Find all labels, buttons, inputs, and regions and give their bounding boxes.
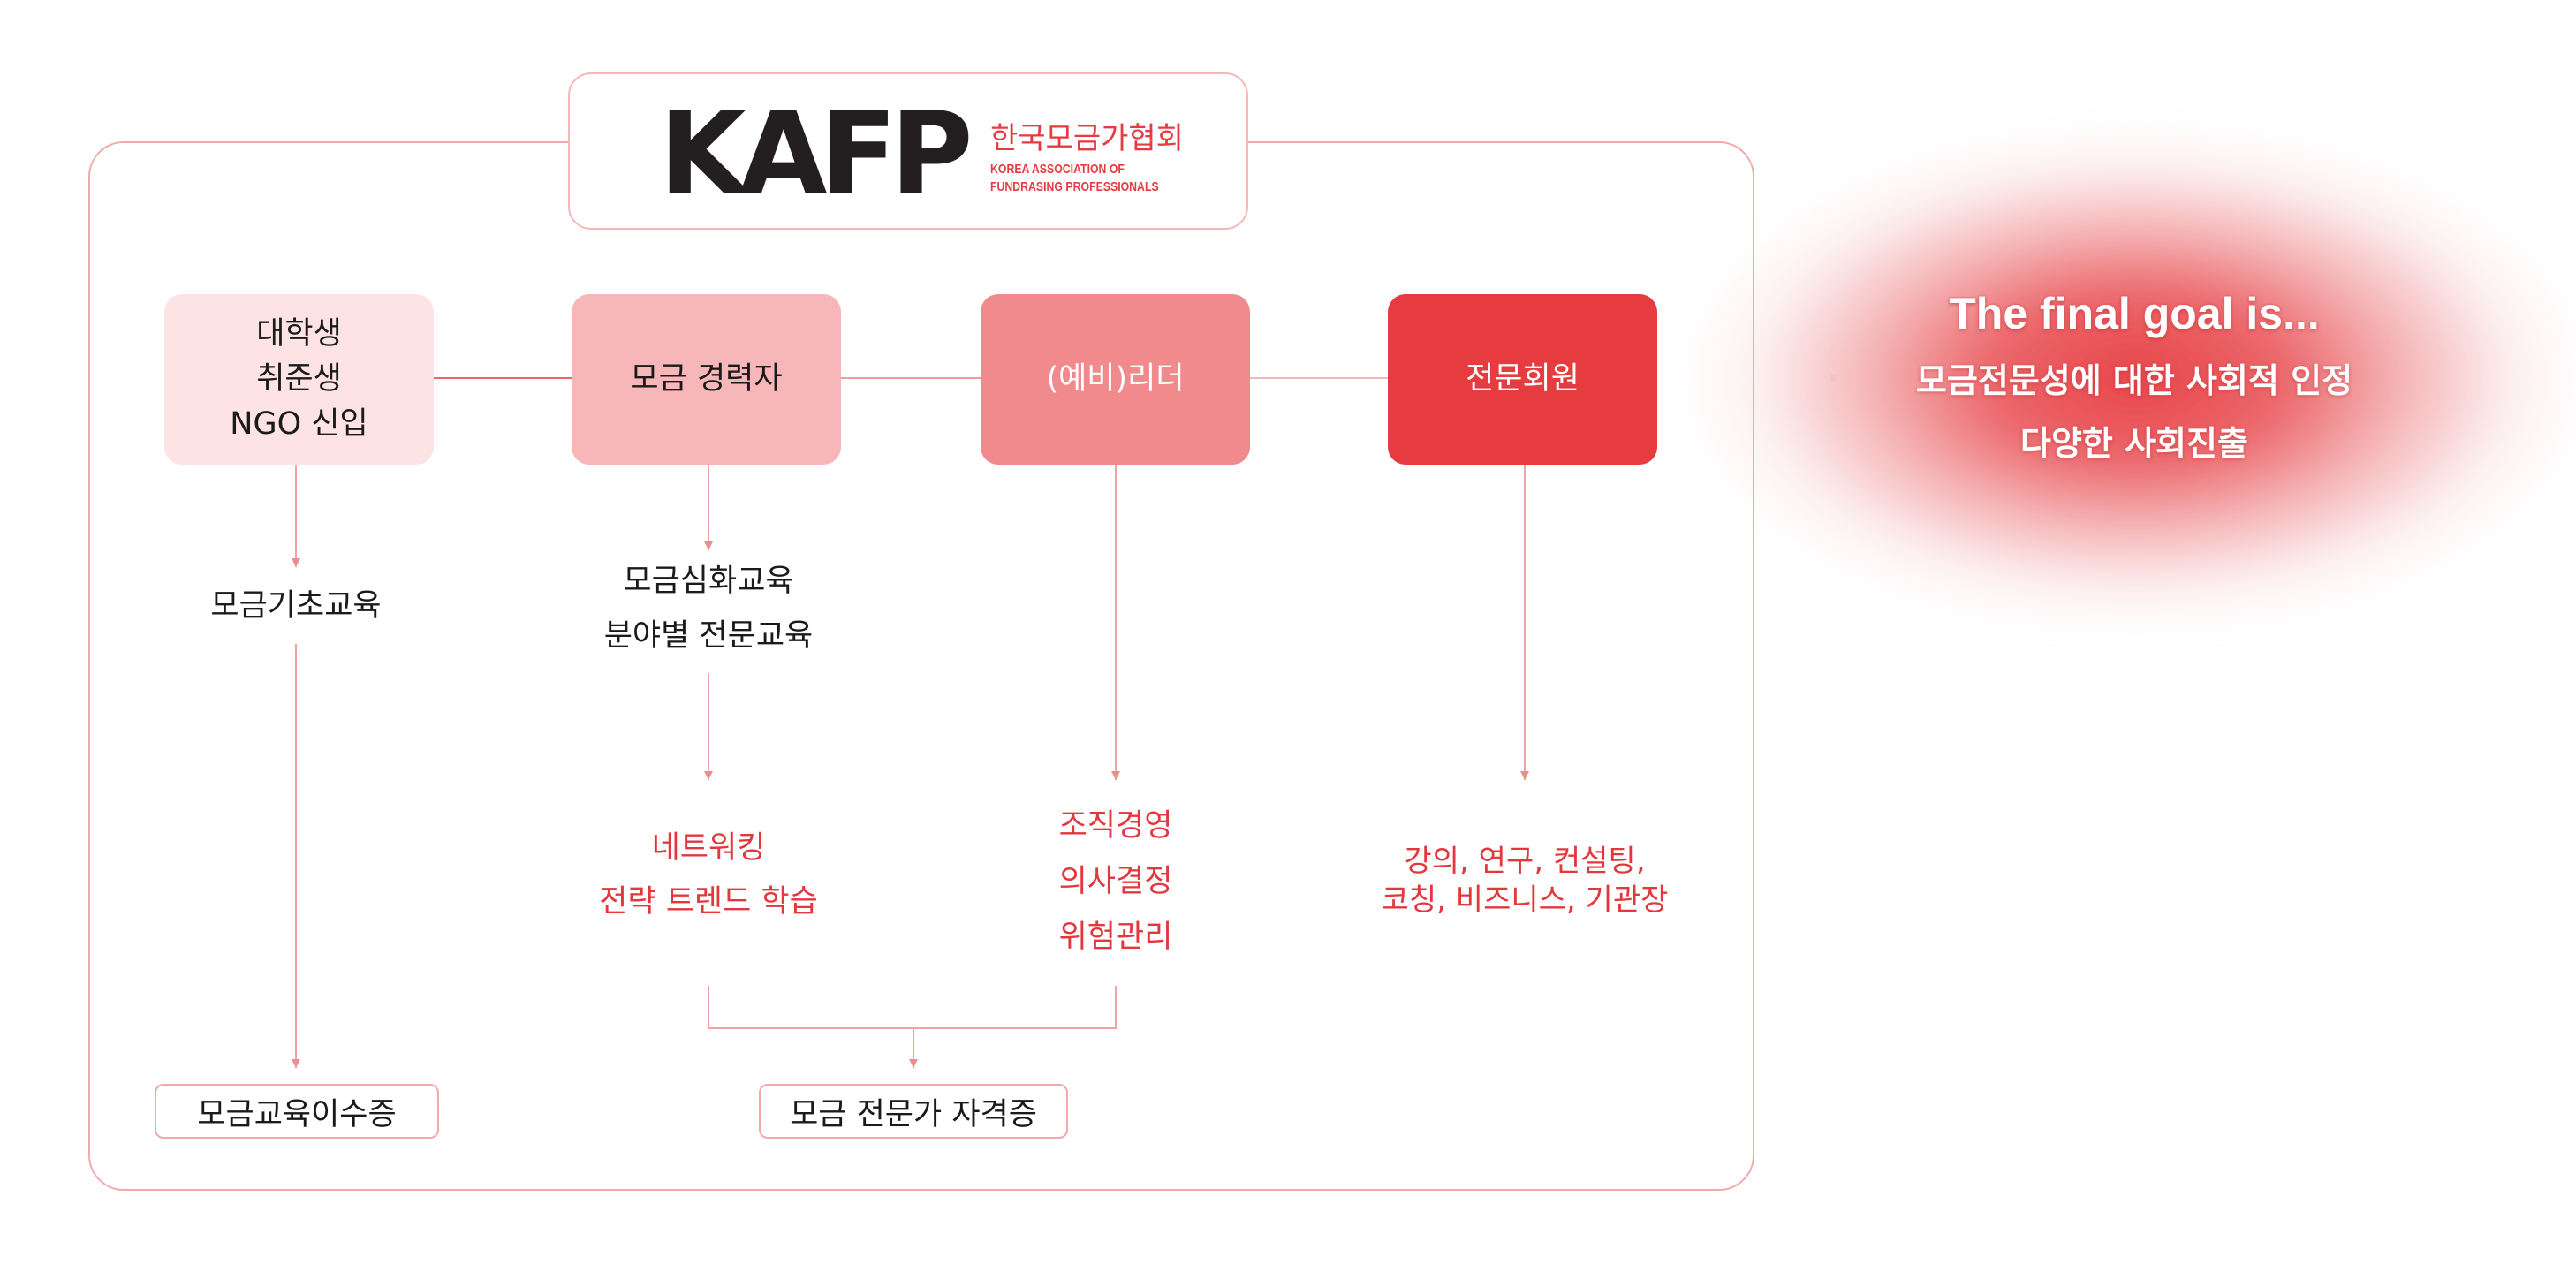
logo-name-korean: 한국모금가협회 (990, 121, 1184, 156)
logo-box: KAFP 한국모금가협회 KOREA ASSOCIATION OF FUNDRA… (568, 72, 1248, 230)
kafp-logo-mark: KAFP (659, 88, 973, 220)
stage-box-experienced: 모금 경력자 (572, 294, 841, 465)
stage-label: 모금 경력자 (630, 361, 783, 397)
final-goal-glow (1670, 97, 2576, 680)
outcome-label: 위험관리 (1058, 920, 1173, 955)
education-advanced: 모금심화교육 분야별 전문교육 (532, 554, 885, 663)
bracket-line (708, 986, 1117, 1029)
outcome-career: 네트워킹 전략 트렌드 학습 (532, 822, 885, 929)
outcome-expert: 강의, 연구, 컨설팅, 코칭, 비즈니스, 기관장 (1304, 842, 1746, 920)
logo-name-english-line-2: FUNDRASING PROFESSIONALS (990, 179, 1159, 194)
stage-box-professional-member: 전문회원 (1388, 294, 1657, 465)
education-label: 모금기초교육 (210, 588, 382, 624)
stage-label: 대학생 (256, 316, 342, 352)
education-label: 모금심화교육 (623, 564, 794, 599)
outcome-label: 강의, 연구, 컨설팅, (1404, 844, 1646, 879)
education-basic: 모금기초교육 (119, 584, 473, 628)
outcome-label: 전략 트렌드 학습 (599, 884, 818, 920)
certificate-expert: 모금 전문가 자격증 (759, 1084, 1068, 1139)
outcome-label: 코칭, 비즈니스, 기관장 (1381, 882, 1669, 918)
stage-box-leader: (예비)리더 (981, 294, 1250, 465)
stage-label: 취준생 (256, 361, 342, 397)
stage-label: 전문회원 (1466, 361, 1580, 397)
certificate-basic: 모금교육이수증 (155, 1084, 439, 1139)
outcome-label: 네트워킹 (651, 830, 766, 866)
final-goal-line: 다양한 사회진출 (2020, 424, 2248, 463)
outcome-label: 조직경영 (1058, 808, 1173, 844)
stage-label: (예비)리더 (1046, 361, 1185, 397)
final-goal-heading: The final goal is... (1949, 289, 2320, 338)
stage-label: NGO 신입 (230, 406, 368, 442)
outcome-leader: 조직경영 의사결정 위험관리 (939, 799, 1292, 965)
final-goal-line: 모금전문성에 대한 사회적 인정 (1915, 361, 2353, 400)
logo-name-english-line-1: KOREA ASSOCIATION OF (990, 162, 1125, 177)
education-label: 분야별 전문교육 (603, 618, 814, 654)
outcome-label: 의사결정 (1058, 864, 1173, 899)
stage-box-entry: 대학생 취준생 NGO 신입 (164, 294, 434, 465)
